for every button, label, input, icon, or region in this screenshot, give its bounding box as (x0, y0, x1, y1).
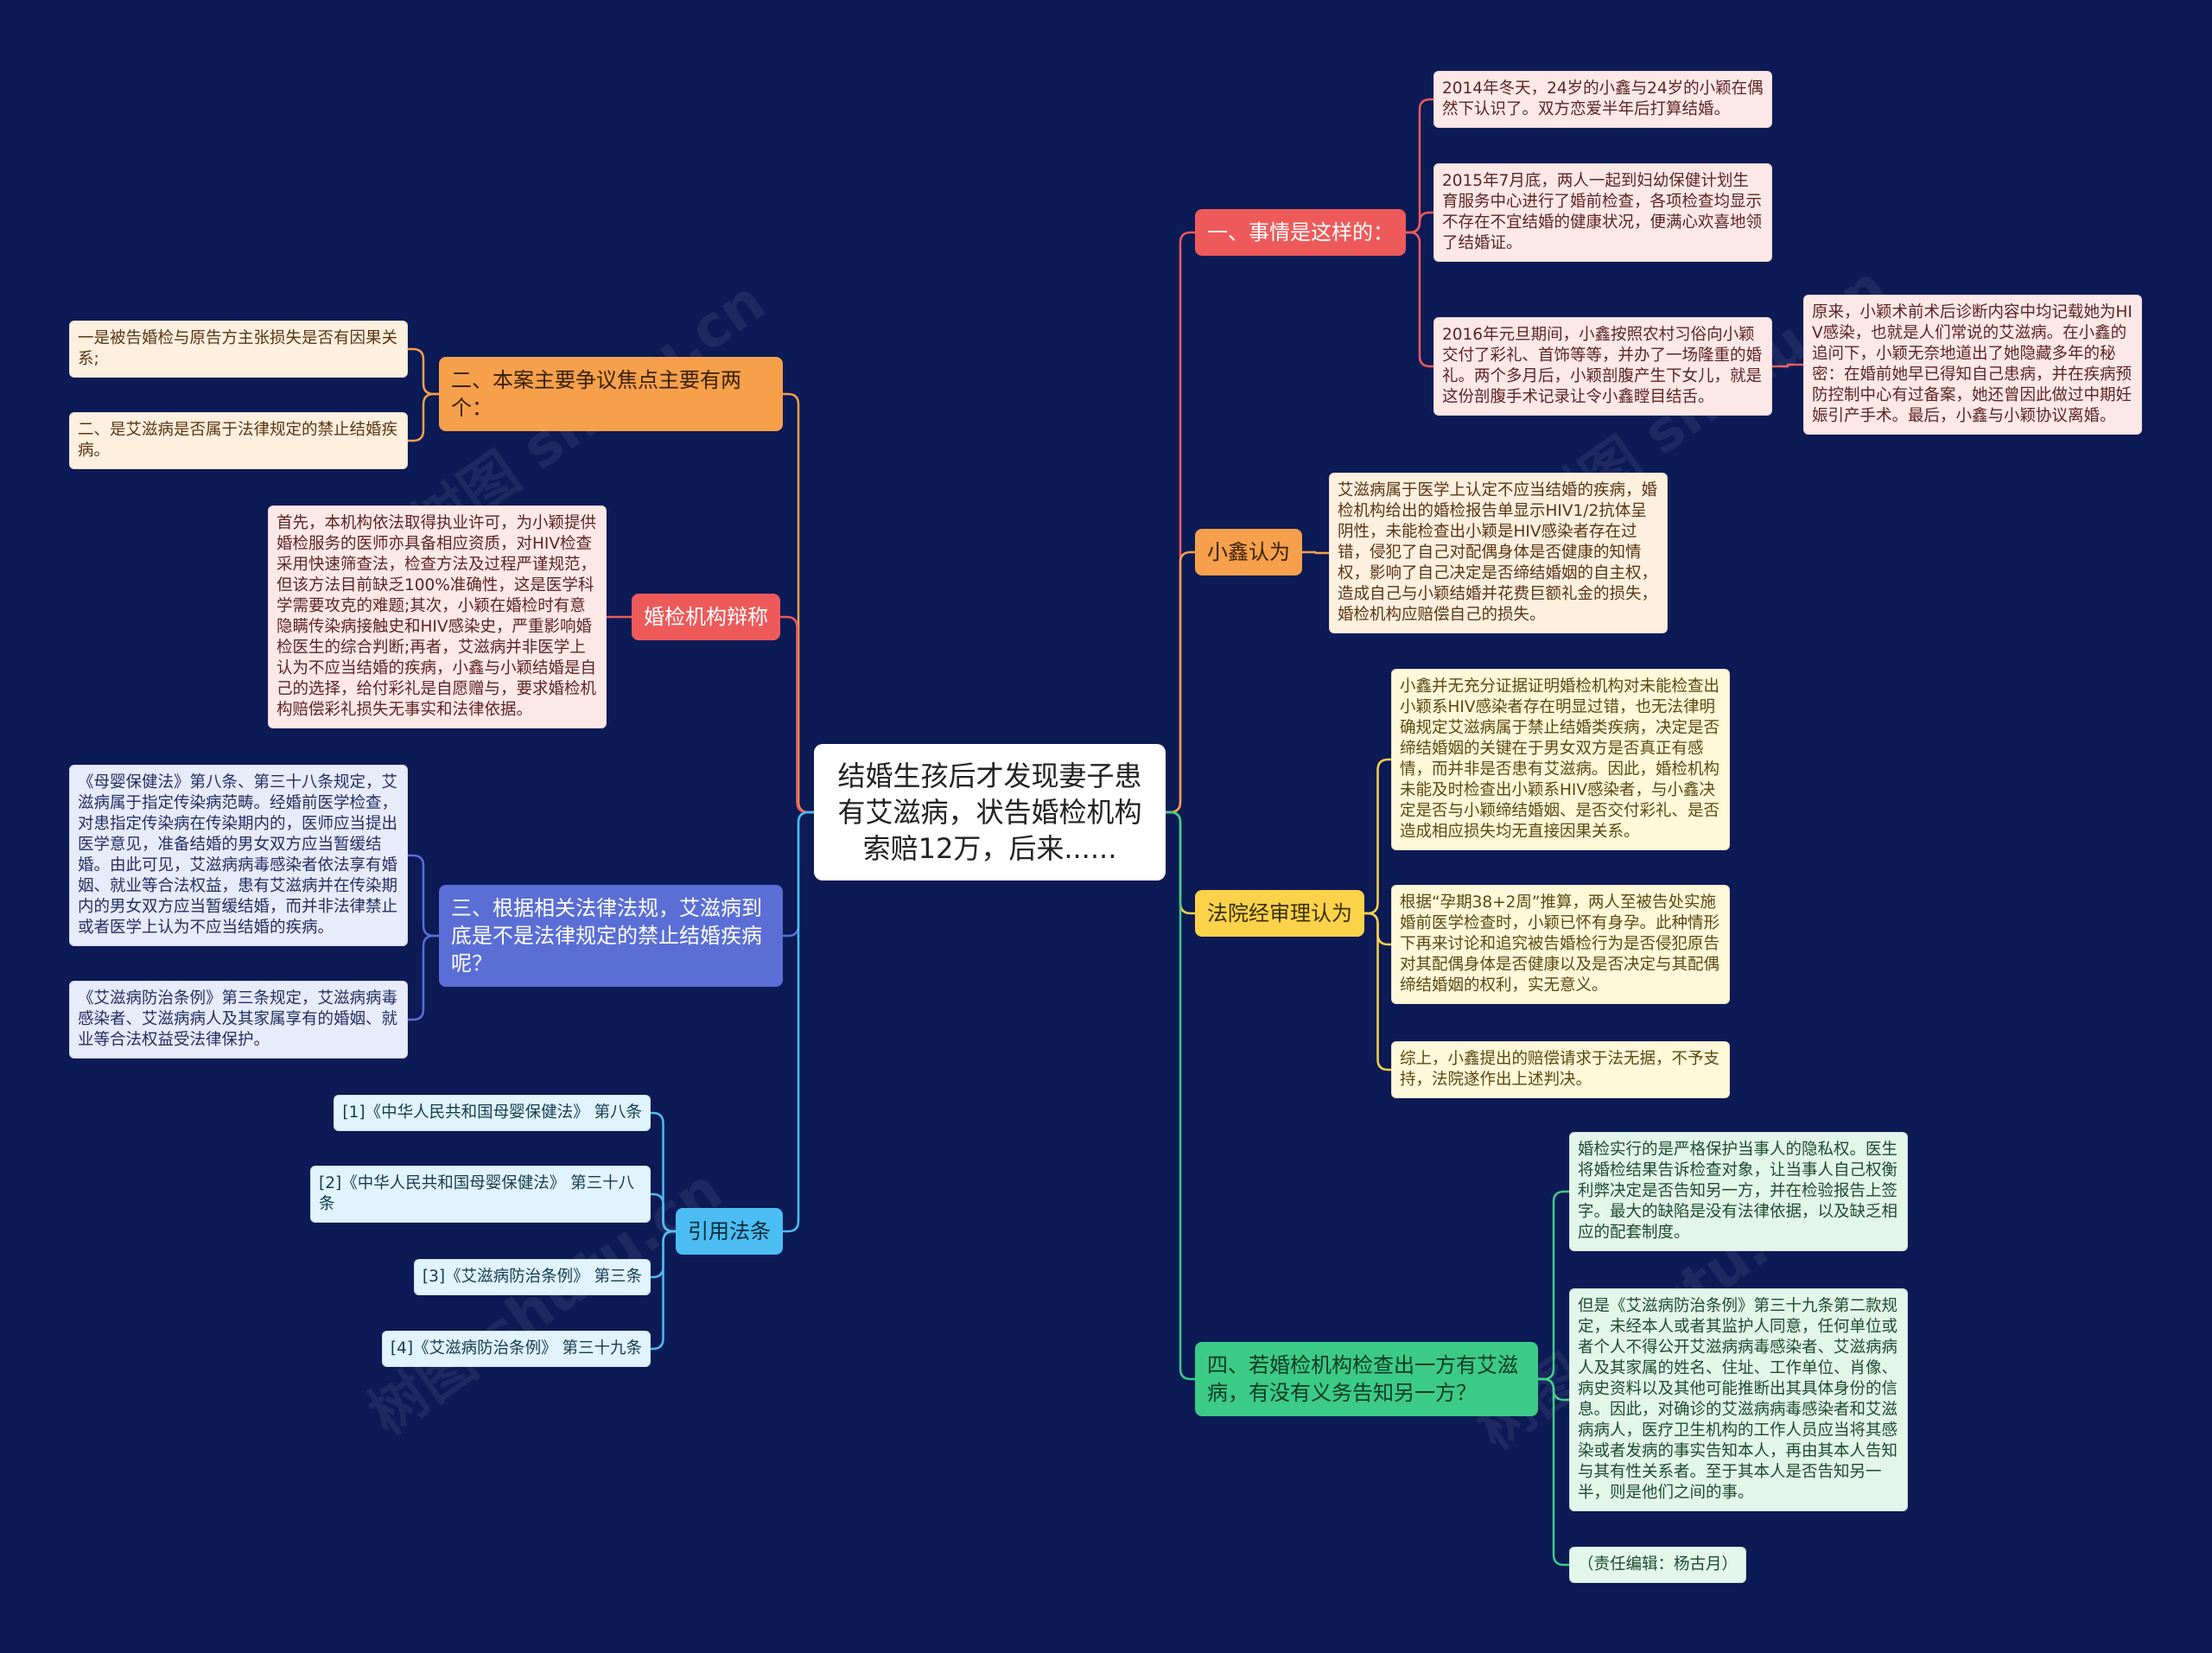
connector-line (649, 1192, 677, 1233)
cited-law-item: [1]《中华人民共和国母婴保健法》 第八条 (334, 1095, 651, 1131)
branch-dispute-focus: 二、本案主要争议焦点主要有两个： (439, 357, 783, 431)
branch-legal-basis: 三、根据相关法律法规，艾滋病到底是不是法律规定的禁止结婚疾病呢？ (439, 885, 783, 987)
connector-line (406, 392, 441, 442)
connector-line (779, 615, 816, 814)
law-maternal-health: 《母婴保健法》第八条、第三十八条规定，艾滋病属于指定传染病范畴。经婚前医学检查，… (69, 765, 408, 946)
connector-line (1536, 1190, 1571, 1381)
branch-duty-to-inform: 四、若婚检机构检查出一方有艾滋病，有没有义务告知另一方？ (1195, 1342, 1538, 1416)
inform-privacy-note: 婚检实行的是严格保护当事人的隐私权。医生将婚检结果告诉检查对象，让当事人自己权衡… (1569, 1132, 1908, 1251)
agency-defense-text: 首先，本机构依法取得执业许可，为小颖提供婚检服务的医师亦具备相应资质，对HIV检… (268, 505, 607, 728)
connector-line (406, 934, 441, 1021)
connector-line (1770, 363, 1805, 368)
connector-line (1300, 550, 1331, 555)
branch-exam-agency-defense: 婚检机构辩称 (632, 594, 780, 640)
branch-court-findings: 法院经审理认为 (1195, 890, 1364, 937)
central-topic: 结婚生孩后才发现妻子患有艾滋病，状告婚检机构索赔12万，后来...... (814, 744, 1166, 881)
event-2015-premarital-exam: 2015年7月底，两人一起到妇幼保健计划生育服务中心进行了婚前检查，各项检查均显… (1433, 163, 1772, 262)
event-2014-meeting: 2014年冬天，24岁的小鑫与24岁的小颖在偶然下认识了。双方恋爱半年后打算结婚… (1433, 71, 1772, 128)
connector-line (406, 347, 441, 396)
branch-cited-laws: 引用法条 (676, 1208, 783, 1255)
law-aids-regulation: 《艾滋病防治条例》第三条规定，艾滋病病毒感染者、艾滋病病人及其家属享有的婚姻、就… (69, 981, 408, 1059)
connector-line (406, 854, 441, 938)
branch-xiaoxin-claims: 小鑫认为 (1195, 529, 1302, 575)
editor-credit: （责任编辑：杨古月） (1569, 1547, 1747, 1583)
connector-line (1164, 811, 1197, 1381)
connector-line (1536, 1377, 1571, 1567)
court-finding-pregnancy: 根据“孕期38+2周”推算，两人至被告处实施婚前医学检查时，小颖已怀有身孕。此种… (1391, 885, 1730, 1004)
dispute-point-causation: 一是被告婚检与原告方主张损失是否有因果关系; (69, 321, 408, 378)
connector-line (1164, 550, 1197, 814)
inform-regulation-article-39: 但是《艾滋病防治条例》第三十九条第二款规定，未经本人或者其监护人同意，任何单位或… (1569, 1288, 1908, 1511)
cited-law-item: [2]《中华人民共和国母婴保健法》 第三十八条 (310, 1166, 651, 1223)
dispute-point-prohibited-disease: 二、是艾滋病是否属于法律规定的禁止结婚疾病。 (69, 412, 408, 469)
cited-law-item: [3]《艾滋病防治条例》 第三条 (413, 1259, 651, 1295)
event-hiv-revealed: 原来，小颖术前术后诊断内容中均记载她为HIV感染，也就是人们常说的艾滋病。在小鑫… (1803, 295, 2142, 435)
connector-line (1404, 231, 1435, 368)
event-2016-wedding-birth: 2016年元旦期间，小鑫按照农村习俗向小颖交付了彩礼、首饰等等，并办了一场隆重的… (1433, 317, 1772, 416)
connector-line (1363, 758, 1393, 915)
court-finding-conclusion: 综上，小鑫提出的赔偿请求于法无据，不予支持，法院遂作出上述判决。 (1391, 1041, 1730, 1098)
court-finding-evidence: 小鑫并无充分证据证明婚检机构对未能检查出小颖系HIV感染者存在明显过错，也无法律… (1391, 669, 1730, 850)
connector-line (1363, 912, 1393, 1071)
cited-law-item: [4]《艾滋病防治条例》 第三十九条 (381, 1331, 651, 1367)
connector-line (781, 811, 816, 1233)
connector-line (649, 1230, 677, 1351)
xiaoxin-claim-text: 艾滋病属于医学上认定不应当结婚的疾病，婚检机构给出的婚检报告单显示HIV1/2抗… (1329, 473, 1668, 633)
branch-what-happened: 一、事情是这样的： (1195, 209, 1406, 256)
connector-line (781, 392, 816, 814)
